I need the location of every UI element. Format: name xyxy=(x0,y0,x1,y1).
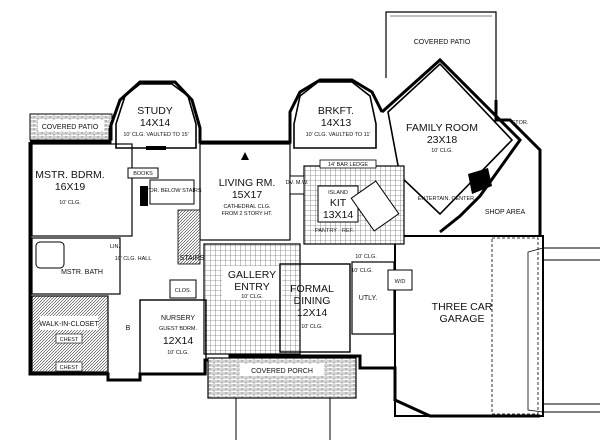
covered-patio-right: COVERED PATIO xyxy=(385,11,497,100)
living-name: LIVING RM. xyxy=(219,177,276,189)
walk-in-closet-label: WALK-IN-CLOSET xyxy=(39,321,99,328)
shop-area: SHOP AREA xyxy=(485,209,526,216)
entertain-center: ENTERTAIN. CENTER xyxy=(418,196,474,202)
island-label: ISLAND xyxy=(328,190,348,196)
kit-note: 10' CLG. xyxy=(355,254,377,260)
clg-10: 10' CLG. xyxy=(351,268,373,274)
nursery: CLOS. NURSERY GUEST BDRM. 12X14 10' CLG. xyxy=(139,279,207,375)
nursery-note: 10' CLG. xyxy=(167,350,189,356)
lin-label: LIN. xyxy=(110,244,121,250)
stor-right: STOR. xyxy=(512,120,529,126)
stairs-label: STAIRS xyxy=(180,255,205,262)
clos-label: CLOS. xyxy=(175,288,192,294)
walk-in-closet: WALK-IN-CLOSET CHEST CHEST B xyxy=(31,295,131,373)
mstr-bath-label: MSTR. BATH xyxy=(61,269,103,276)
gallery-entry: GALLERY ENTRY 10' CLG. xyxy=(203,243,301,355)
study-dim: 14X14 xyxy=(140,117,171,129)
gallery-name-2: ENTRY xyxy=(234,281,269,293)
bar-ledge: 14' BAR LEDGE xyxy=(328,162,369,168)
master-bath: MSTR. BATH xyxy=(31,237,121,295)
nursery-sub: GUEST BDRM. xyxy=(159,326,198,332)
dining-name-2: DINING xyxy=(294,295,331,307)
family-room: FAMILY ROOM 23X18 10' CLG. STOR. ENTERTA… xyxy=(387,62,529,216)
three-car-garage: THREE CAR GARAGE xyxy=(394,235,600,417)
mstr-bdrm-note: 10' CLG. xyxy=(59,200,81,206)
dining-note: 10' CLG. xyxy=(301,324,323,330)
mstr-bdrm-dim: 16X19 xyxy=(55,181,86,193)
covered-patio-left: COVERED PATIO xyxy=(29,113,113,141)
books-stor: BOOKS STOR. BELOW STAIRS xyxy=(127,167,202,206)
covered-patio-right-label: COVERED PATIO xyxy=(414,39,471,46)
family-note: 10' CLG. xyxy=(431,148,453,154)
bath-b: B xyxy=(126,325,131,332)
brkft-note: 10' CLG. VAULTED TO 11' xyxy=(306,132,371,138)
family-dim: 23X18 xyxy=(427,134,458,146)
kit-name: KIT xyxy=(330,197,347,209)
dining-dim: 12X14 xyxy=(297,307,328,319)
gallery-note: 10' CLG. xyxy=(241,294,263,300)
chest-2: CHEST xyxy=(60,365,79,371)
pantry: PANTRY xyxy=(315,228,337,234)
garage-label-2: GARAGE xyxy=(440,313,485,325)
living-dim: 15X17 xyxy=(232,189,263,201)
breakfast: BRKFT. 14X13 10' CLG. VAULTED TO 11' xyxy=(293,81,377,149)
dining-name: FORMAL xyxy=(290,283,334,295)
study-note: 10' CLG. VAULTED TO 15' xyxy=(123,132,188,138)
stor-below-stairs: STOR. BELOW STAIRS xyxy=(142,188,201,194)
garage-label-1: THREE CAR xyxy=(432,301,493,313)
master-bedroom: MSTR. BDRM. 16X19 10' CLG. xyxy=(31,143,133,237)
nursery-name: NURSERY xyxy=(161,315,195,322)
family-name: FAMILY ROOM xyxy=(406,122,478,134)
brkft-dim: 14X13 xyxy=(321,117,352,129)
living-room: LIVING RM. 15X17 CATHEDRAL CLG. FROM 2 S… xyxy=(199,143,291,241)
nursery-dim: 12X14 xyxy=(163,335,194,347)
mstr-bdrm-name: MSTR. BDRM. xyxy=(35,169,104,181)
hall-stairs: 10' CLG. HALL LIN. STAIRS xyxy=(110,209,205,265)
covered-patio-left-label: COVERED PATIO xyxy=(42,124,99,131)
covered-porch: COVERED PORCH xyxy=(207,357,357,440)
living-note-1: CATHEDRAL CLG. xyxy=(223,204,271,210)
living-note-2: FROM 2 STORY HT. xyxy=(222,211,273,217)
brkft-name: BRKFT. xyxy=(318,105,354,117)
formal-dining: FORMAL DINING 12X14 10' CLG. xyxy=(279,263,351,353)
dv-mw: DV. M.W. xyxy=(286,180,309,186)
utly-label: UTLY. xyxy=(359,295,377,302)
gallery-name: GALLERY xyxy=(228,269,276,281)
wd-label: W/D xyxy=(395,279,406,285)
ref: REF. xyxy=(342,228,354,234)
utility: 10' CLG. UTLY. W/D xyxy=(351,261,413,335)
covered-porch-label: COVERED PORCH xyxy=(251,368,313,375)
hall-label: 10' CLG. HALL xyxy=(115,256,152,262)
kitchen: DV. M.W. 14' BAR LEDGE ISLAND KIT 13X14 … xyxy=(286,159,405,260)
study-name: STUDY xyxy=(137,105,173,117)
kit-dim: 13X14 xyxy=(323,209,354,221)
study: STUDY 14X14 10' CLG. VAULTED TO 15' xyxy=(115,83,197,150)
books-label: BOOKS xyxy=(133,171,153,177)
chest-1: CHEST xyxy=(60,337,79,343)
